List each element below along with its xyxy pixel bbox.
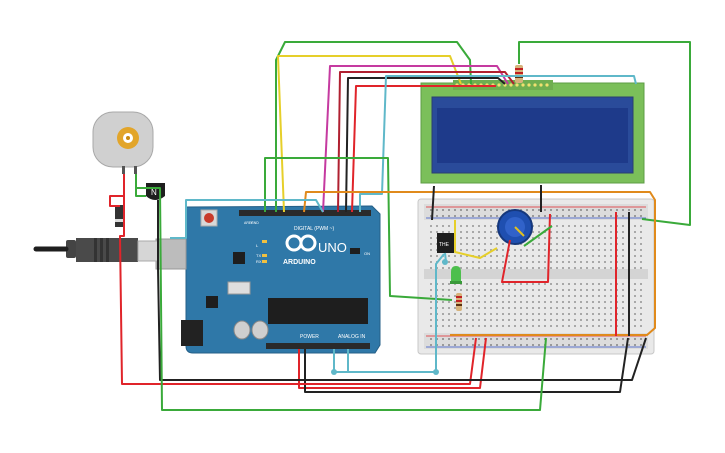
wire-red-motor (119, 174, 477, 385)
diode[interactable] (115, 205, 125, 227)
lcd-pins (453, 80, 553, 90)
resistor-led[interactable] (456, 293, 462, 311)
wire-black-lcd (345, 77, 506, 213)
wire-black-motor (157, 200, 647, 381)
thermistor-label: THE (439, 242, 450, 248)
power-jack (181, 320, 203, 346)
wires (109, 41, 691, 411)
wire-cyan-transistor (170, 199, 324, 239)
wire-orange (303, 191, 656, 336)
arduino-brand: ARDUINO (283, 259, 316, 266)
wire-green-pot (523, 225, 553, 247)
breadboard[interactable] (417, 198, 655, 355)
wire-cyan-lcd (359, 75, 637, 212)
wire-green-led (264, 157, 453, 301)
npn-transistor[interactable]: N (146, 183, 165, 200)
wire-red-diode (109, 174, 125, 207)
wire-red-pot (501, 213, 551, 283)
wire-red-lcd (351, 85, 496, 213)
usb-cable (33, 238, 159, 262)
dc-motor[interactable] (92, 111, 154, 174)
gnd-label: GND (251, 221, 259, 225)
reset-button[interactable] (204, 213, 214, 223)
digital-label: DIGITAL (PWM ~) (294, 226, 334, 232)
digital-header (239, 210, 371, 216)
tx-label: TX (256, 253, 261, 258)
arduino-logo (285, 234, 317, 252)
arduino-model: UNO (318, 240, 347, 255)
wire-yellow-pot (454, 220, 498, 259)
wire-black-power (304, 337, 629, 393)
atmega-chip (268, 298, 368, 324)
wire-green-right (518, 41, 691, 226)
resistor-lcd[interactable] (515, 65, 523, 83)
on-label: ON (364, 251, 370, 256)
wire-green-transistor (135, 174, 146, 197)
aref-label: AREF (244, 221, 253, 225)
transistor-label: N (151, 188, 157, 197)
wire-red-power (298, 337, 487, 389)
analog-power-header (266, 343, 370, 349)
arduino-board[interactable]: ARDUINO UNO DIGITAL (PWM ~) POWER ANALOG… (155, 205, 381, 354)
temperature-sensor[interactable]: THE (437, 233, 454, 253)
green-led[interactable] (450, 266, 462, 284)
wire-yellow-top (277, 55, 462, 213)
led-l-label: L (256, 243, 259, 248)
wire-darkred (337, 71, 515, 213)
analog-label: ANALOG IN (338, 334, 366, 340)
lcd-display[interactable] (420, 80, 645, 184)
rx-label: RX (256, 259, 262, 264)
junction-points (331, 259, 448, 375)
potentiometer[interactable] (497, 209, 533, 245)
wire-green-top (275, 41, 472, 212)
power-label: POWER (300, 334, 319, 340)
wire-lcd-black-1 (431, 185, 435, 221)
